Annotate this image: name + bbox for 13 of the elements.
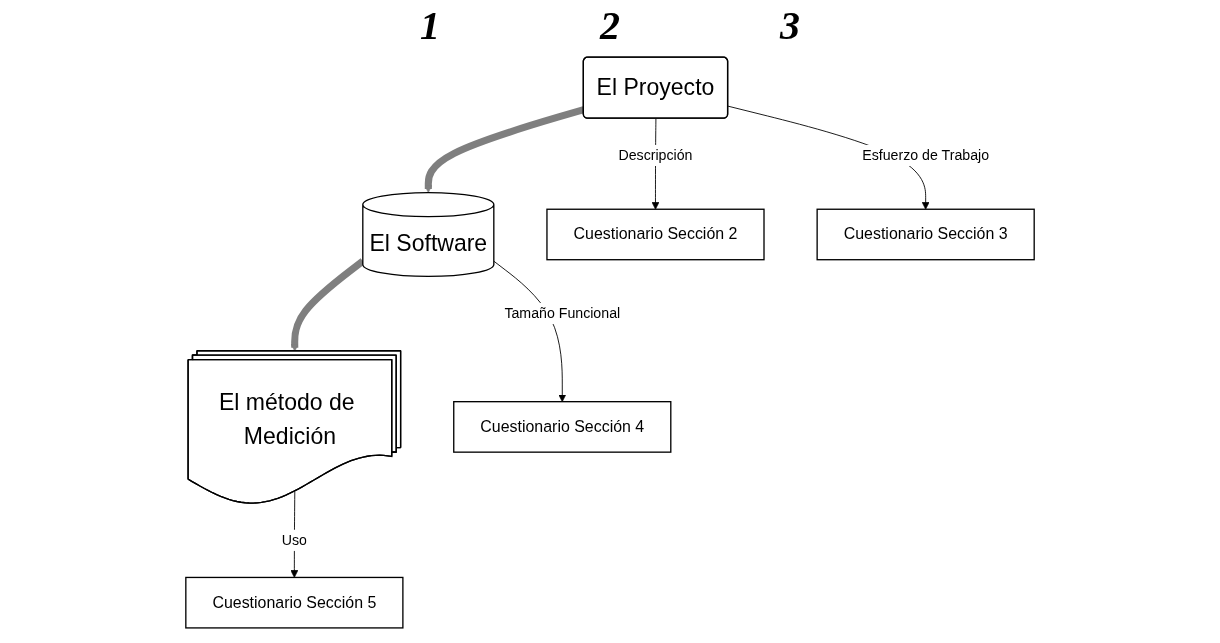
arrow bbox=[290, 258, 365, 352]
edge-label: Tamaño Funcional bbox=[504, 305, 621, 321]
node-box: Cuestionario Sección 4 bbox=[453, 401, 672, 453]
node-box: Cuestionario Sección 2 bbox=[546, 208, 765, 261]
node-box: Cuestionario Sección 3 bbox=[816, 208, 1035, 261]
arrow bbox=[424, 106, 585, 193]
node-box: Cuestionario Sección 5 bbox=[185, 576, 404, 629]
step-number: 1 bbox=[420, 1, 440, 49]
step-number: 3 bbox=[780, 1, 800, 49]
edge-label: Descripción bbox=[618, 147, 693, 163]
edge-label: Esfuerzo de Trabajo bbox=[862, 147, 990, 163]
edge-label: Uso bbox=[281, 532, 307, 548]
step-number: 2 bbox=[600, 1, 620, 49]
